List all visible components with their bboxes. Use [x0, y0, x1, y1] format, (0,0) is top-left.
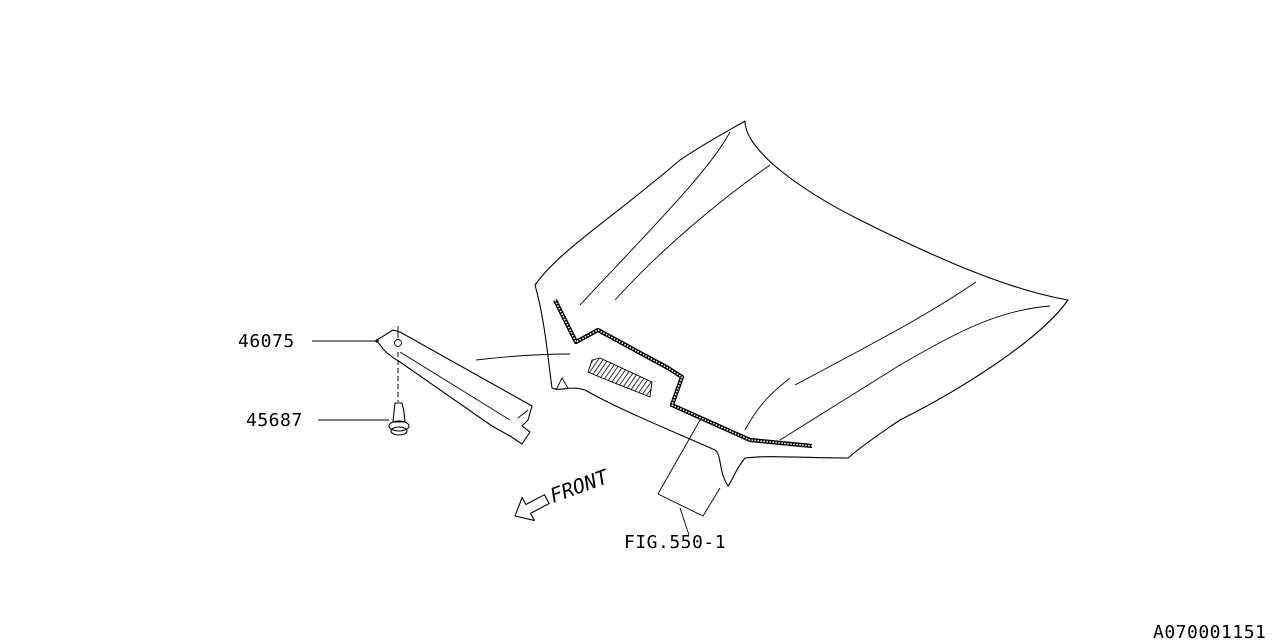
figure-reference-label: FIG.550-1 — [624, 532, 726, 553]
clip-part — [388, 352, 410, 436]
weatherstrip-part — [376, 326, 571, 445]
hood-vent — [587, 357, 653, 398]
hood-panel — [534, 120, 1069, 487]
hood-edge-seal — [553, 299, 813, 449]
front-direction-arrow — [514, 494, 550, 521]
front-label: FRONT — [547, 464, 614, 508]
part-number-46075: 46075 — [238, 331, 295, 352]
diagram-id: A070001151 — [1153, 622, 1266, 640]
part-number-45687: 45687 — [246, 410, 303, 431]
leader-lines — [312, 339, 721, 536]
